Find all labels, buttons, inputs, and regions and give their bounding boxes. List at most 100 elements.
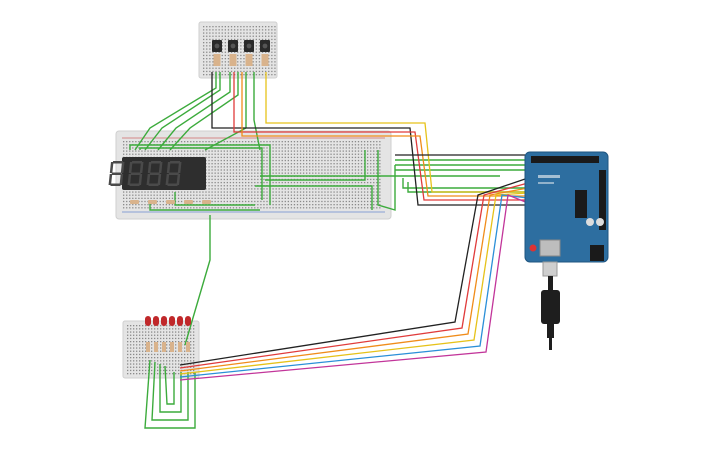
arduino-uno[interactable]: [524, 151, 609, 263]
hole: [342, 200, 344, 203]
hole: [367, 153, 369, 155]
hole: [266, 159, 268, 162]
hole: [139, 347, 141, 349]
hole: [190, 331, 192, 333]
hole: [178, 363, 180, 365]
hole: [345, 159, 347, 162]
hole: [126, 141, 128, 143]
hole: [315, 144, 317, 146]
hole: [130, 366, 132, 368]
hole: [226, 188, 228, 190]
hole: [254, 141, 256, 143]
hole: [261, 67, 264, 69]
hole: [260, 191, 262, 193]
hole: [263, 204, 265, 206]
hole: [278, 207, 280, 209]
hole: [318, 181, 320, 184]
hole: [336, 207, 338, 209]
hole: [156, 191, 158, 193]
hole: [360, 207, 363, 209]
hole: [223, 178, 225, 181]
hole: [178, 366, 180, 368]
hole: [370, 156, 372, 159]
hole: [209, 64, 211, 66]
hole: [166, 350, 168, 352]
hole: [235, 191, 238, 193]
hole: [133, 341, 135, 343]
hole: [351, 197, 354, 199]
hole: [229, 172, 232, 174]
hole: [206, 38, 208, 41]
hole: [208, 153, 210, 155]
hole: [254, 194, 256, 196]
led-icon: [169, 316, 175, 326]
hole: [348, 163, 350, 165]
hole: [367, 178, 369, 181]
hole: [171, 153, 174, 155]
hole: [151, 357, 153, 359]
hole: [129, 153, 131, 155]
hole: [123, 200, 125, 203]
hole: [162, 194, 164, 196]
hole: [345, 204, 347, 206]
hole: [287, 172, 289, 174]
hole: [243, 42, 245, 44]
hole: [144, 200, 146, 203]
reset-button-icon[interactable]: [529, 244, 537, 252]
hole: [214, 194, 216, 196]
hole: [133, 353, 135, 356]
hole: [339, 191, 341, 193]
hole: [333, 156, 335, 159]
hole: [240, 45, 242, 47]
hole: [284, 156, 286, 159]
hole: [281, 188, 283, 190]
hole: [127, 363, 129, 365]
resistor-icon: [146, 342, 150, 352]
wire: [144, 72, 221, 151]
hole: [266, 204, 268, 206]
hole: [190, 357, 192, 359]
hole: [212, 51, 214, 53]
hole: [315, 153, 317, 155]
hole: [223, 181, 225, 184]
hole: [206, 42, 208, 44]
hole: [274, 51, 276, 53]
breadboard-small[interactable]: [122, 320, 200, 379]
hole: [153, 191, 155, 193]
hole: [169, 347, 171, 349]
hole: [166, 331, 168, 333]
hole: [127, 350, 129, 352]
hole: [324, 147, 326, 149]
hole: [211, 159, 213, 162]
hole: [237, 35, 239, 37]
hole: [163, 341, 165, 343]
hole: [254, 200, 256, 203]
hole: [379, 169, 381, 171]
hole: [232, 141, 235, 143]
hole: [296, 144, 299, 146]
hole: [221, 61, 223, 63]
hole: [324, 172, 326, 174]
hole: [130, 369, 132, 372]
hole: [241, 194, 244, 196]
hole: [221, 38, 223, 41]
hole: [130, 347, 132, 349]
hole: [220, 175, 222, 177]
hole: [138, 141, 140, 143]
hole: [184, 141, 186, 143]
hole: [293, 153, 296, 155]
hole: [232, 159, 235, 162]
hole: [287, 169, 289, 171]
hole: [159, 194, 161, 196]
hole: [370, 178, 372, 181]
hole: [148, 341, 150, 343]
hole: [258, 32, 261, 34]
hole: [336, 169, 338, 171]
hole: [249, 26, 251, 28]
hole: [271, 48, 273, 50]
wires-signal[interactable]: [179, 72, 529, 381]
hole: [272, 156, 274, 159]
hole: [238, 163, 241, 165]
hole: [141, 141, 143, 143]
